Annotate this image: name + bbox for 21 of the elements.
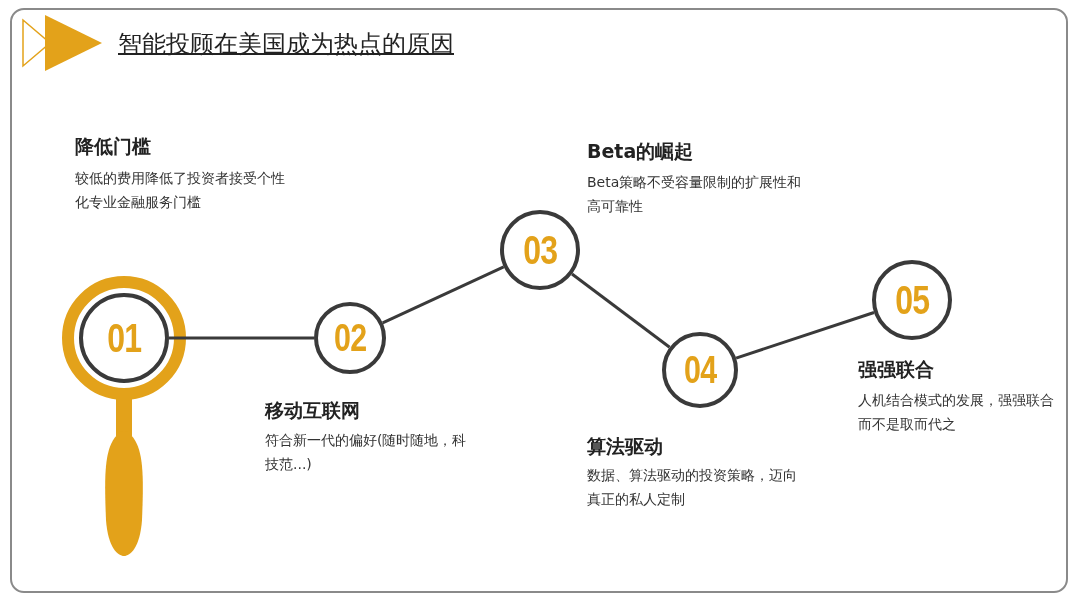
step-number: 04 bbox=[683, 348, 717, 392]
connector-line bbox=[735, 311, 875, 360]
step-number: 02 bbox=[333, 316, 367, 360]
connector-line bbox=[382, 265, 505, 325]
connector-line bbox=[571, 272, 671, 349]
step-heading: 降低门槛 bbox=[75, 134, 151, 159]
connector-line bbox=[169, 336, 314, 340]
step-heading: 算法驱动 bbox=[587, 434, 663, 459]
step-description: 人机结合模式的发展，强强联合而不是取而代之 bbox=[858, 391, 1055, 434]
step-description: 较低的费用降低了投资者接受个性化专业金融服务门槛 bbox=[75, 169, 285, 212]
step-number: 03 bbox=[523, 227, 557, 273]
step-circle bbox=[79, 293, 169, 383]
step-description: 数据、算法驱动的投资策略，迈向真正的私人定制 bbox=[587, 466, 798, 509]
step-description: Beta策略不受容量限制的扩展性和高可靠性 bbox=[587, 173, 802, 216]
step-heading: 强强联合 bbox=[858, 357, 934, 382]
step-heading: 移动互联网 bbox=[265, 398, 360, 423]
step-description: 符合新一代的偏好(随时随地，科技范...) bbox=[265, 431, 468, 474]
step-number: 05 bbox=[895, 277, 929, 323]
title: 智能投顾在美国成为热点的原因 bbox=[118, 29, 454, 60]
step-heading: Beta的崛起 bbox=[587, 139, 694, 164]
step-number: 01 bbox=[107, 315, 141, 361]
